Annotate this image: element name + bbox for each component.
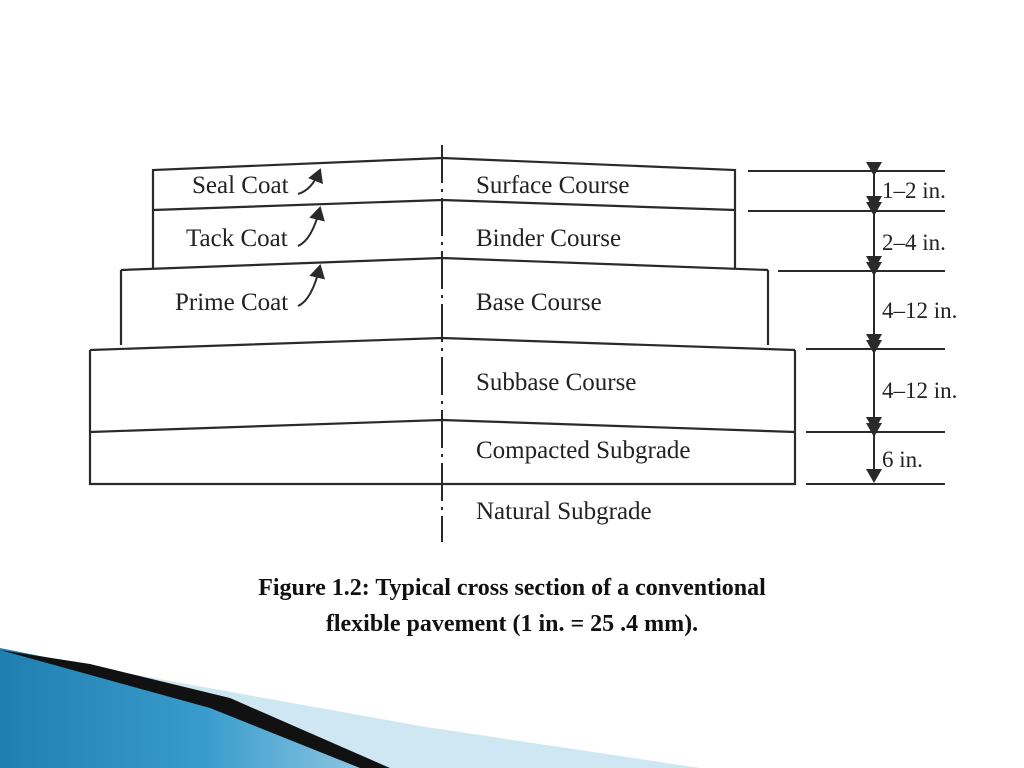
subbase-course-outline [88,350,797,432]
seal-coat-label: Seal Coat [192,172,289,199]
prime-coat-label: Prime Coat [175,289,288,316]
subbase-thickness-label: 4–12 in. [882,378,957,403]
binder-course-label: Binder Course [476,225,621,252]
tack-coat-label: Tack Coat [186,225,288,252]
surface-course-label: Surface Course [476,172,629,199]
natural-subgrade-label: Natural Subgrade [476,498,652,525]
subbase-course-label: Subbase Course [476,369,636,396]
compacted-subgrade-label: Compacted Subgrade [476,437,691,464]
caption-line-2: flexible pavement (1 in. = 25 .4 mm). [325,611,699,637]
caption-line-1: Figure 1.2: Typical cross section of a c… [258,575,766,601]
base-thickness-label: 4–12 in. [882,298,957,323]
prime-coat-arrow [297,264,326,307]
figure-caption: Figure 1.2: Typical cross section of a c… [112,570,912,642]
seal-coat-arrow [297,168,323,195]
coat-pointers [297,168,326,307]
tack-coat-arrow [297,206,325,247]
subgrade-thickness-label: 6 in. [882,447,923,472]
base-course-outline [119,270,770,345]
binder-thickness-label: 2–4 in. [882,230,946,255]
surface-thickness-label: 1–2 in. [882,178,946,203]
pavement-cross-section-diagram: Surface Course Binder Course Base Course… [88,145,957,542]
decor-light-swoosh [120,672,700,768]
binder-course-outline [151,210,737,268]
decor-dark-swoosh [0,650,390,768]
base-course-label: Base Course [476,289,602,316]
